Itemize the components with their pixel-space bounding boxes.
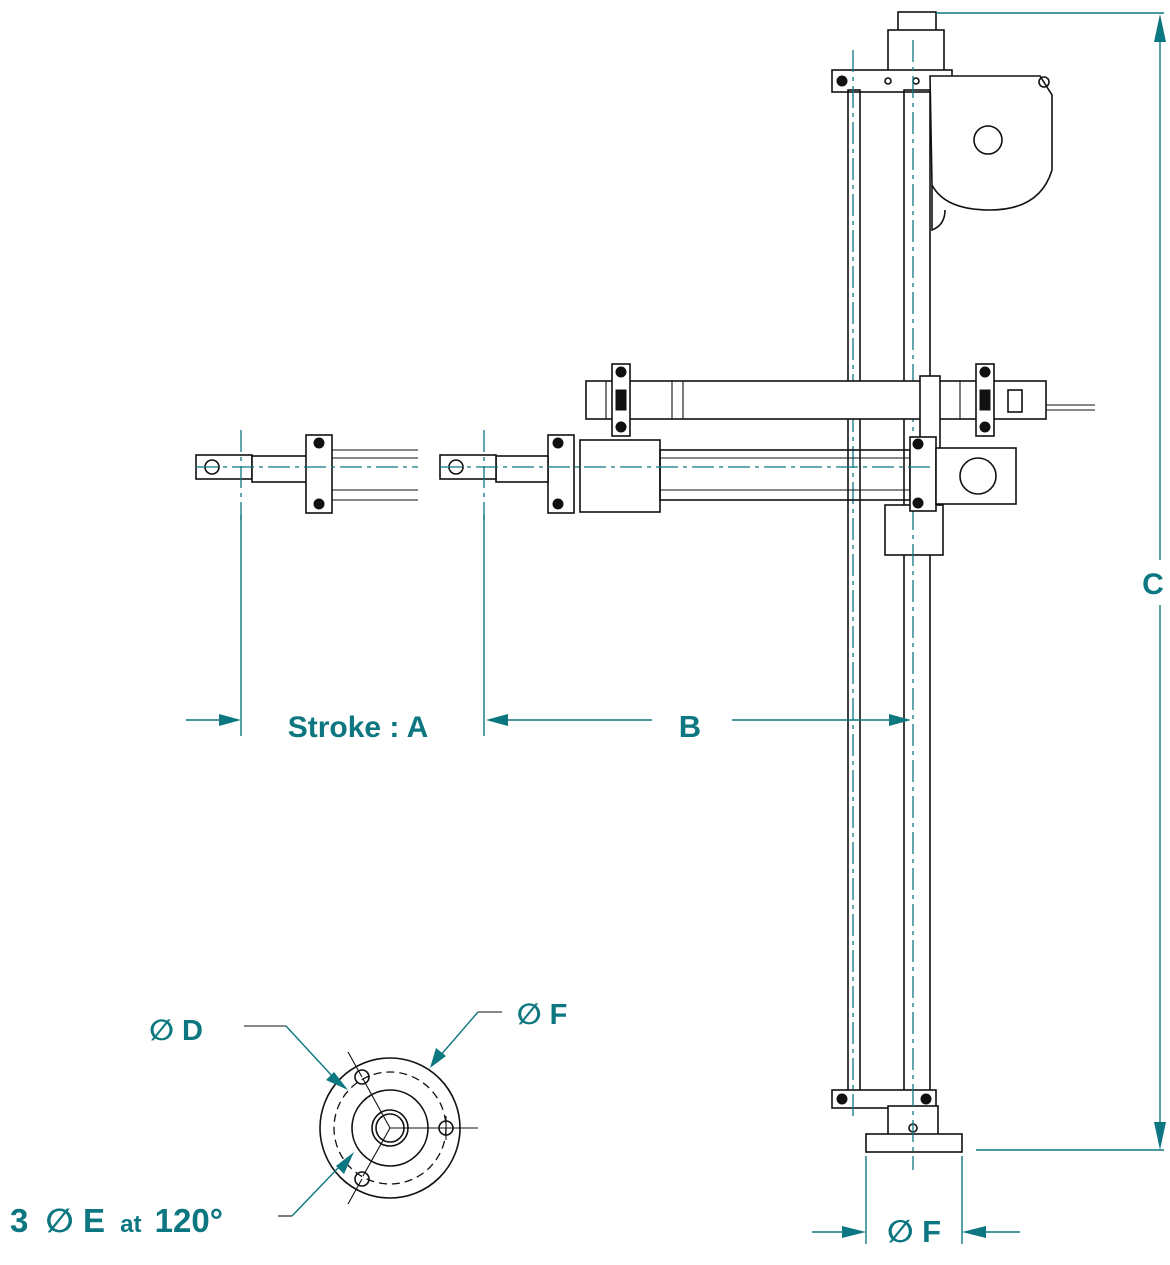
holes-count: 3 bbox=[10, 1202, 28, 1239]
flange-bolt-icon bbox=[836, 1093, 848, 1105]
column-top-cap bbox=[897, 11, 937, 33]
column-tube-inner bbox=[903, 89, 931, 1106]
holes-angle: 120° bbox=[155, 1202, 223, 1239]
gearbox-flange-icon bbox=[959, 457, 997, 495]
flange-bolt-icon bbox=[836, 75, 848, 87]
arrow-icon bbox=[842, 1226, 866, 1238]
upper-beam bbox=[585, 363, 1095, 451]
vertical-column bbox=[831, 11, 1053, 1170]
f-bottom-label: ∅ F bbox=[887, 1214, 941, 1249]
flange-bolt-icon bbox=[920, 1093, 932, 1105]
f-top-label: ∅ F bbox=[517, 999, 568, 1031]
arrow-icon bbox=[326, 1072, 348, 1090]
dimension-stroke-and-b: Stroke : A B bbox=[186, 515, 911, 744]
motor-bolt-icon bbox=[1038, 76, 1050, 88]
arm-rod bbox=[495, 455, 549, 483]
arrow-icon bbox=[1154, 1122, 1166, 1150]
holes-label: 3 ∅ E at 120° bbox=[10, 1202, 223, 1239]
arm-mount-plate bbox=[909, 436, 937, 512]
arrow-icon bbox=[430, 1048, 446, 1068]
column-bottom-flange bbox=[831, 1089, 937, 1109]
arrow-icon bbox=[962, 1226, 986, 1238]
base-plan-view: ∅ D ∅ F 3 ∅ E at 120° bbox=[10, 999, 567, 1239]
base-plate bbox=[865, 1133, 963, 1153]
column-carriage bbox=[884, 504, 944, 556]
column-tube-outer bbox=[847, 89, 861, 1106]
extended-arm-position bbox=[195, 430, 418, 520]
dimension-f-bottom: ∅ F bbox=[812, 1156, 1020, 1249]
flange-hole-icon bbox=[884, 77, 892, 85]
d-label: ∅ D bbox=[149, 1015, 203, 1047]
arrow-icon bbox=[486, 714, 508, 726]
column-top-housing bbox=[887, 29, 945, 73]
arrow-icon bbox=[1154, 14, 1166, 42]
holes-at: at bbox=[120, 1211, 141, 1238]
dimension-c: C bbox=[936, 12, 1166, 1151]
mount-hole-icon bbox=[354, 1171, 370, 1187]
arrow-icon bbox=[336, 1152, 354, 1174]
upper-beam-body bbox=[585, 380, 1047, 420]
motor-housing bbox=[929, 75, 1053, 211]
arm-gearbox bbox=[935, 447, 1017, 505]
arrow-icon bbox=[219, 714, 241, 726]
holes-diameter: ∅ E bbox=[46, 1202, 105, 1239]
lower-arm bbox=[439, 430, 1017, 520]
b-label: B bbox=[679, 709, 701, 744]
mount-hole-icon bbox=[354, 1069, 370, 1085]
arm-carriage bbox=[579, 439, 661, 513]
extended-rod bbox=[251, 455, 309, 483]
stroke-a-label: Stroke : A bbox=[288, 711, 429, 744]
motor-shaft-icon bbox=[973, 125, 1003, 155]
c-label: C bbox=[1142, 568, 1164, 601]
motor-bracket bbox=[931, 185, 946, 232]
arrow-icon bbox=[889, 714, 911, 726]
